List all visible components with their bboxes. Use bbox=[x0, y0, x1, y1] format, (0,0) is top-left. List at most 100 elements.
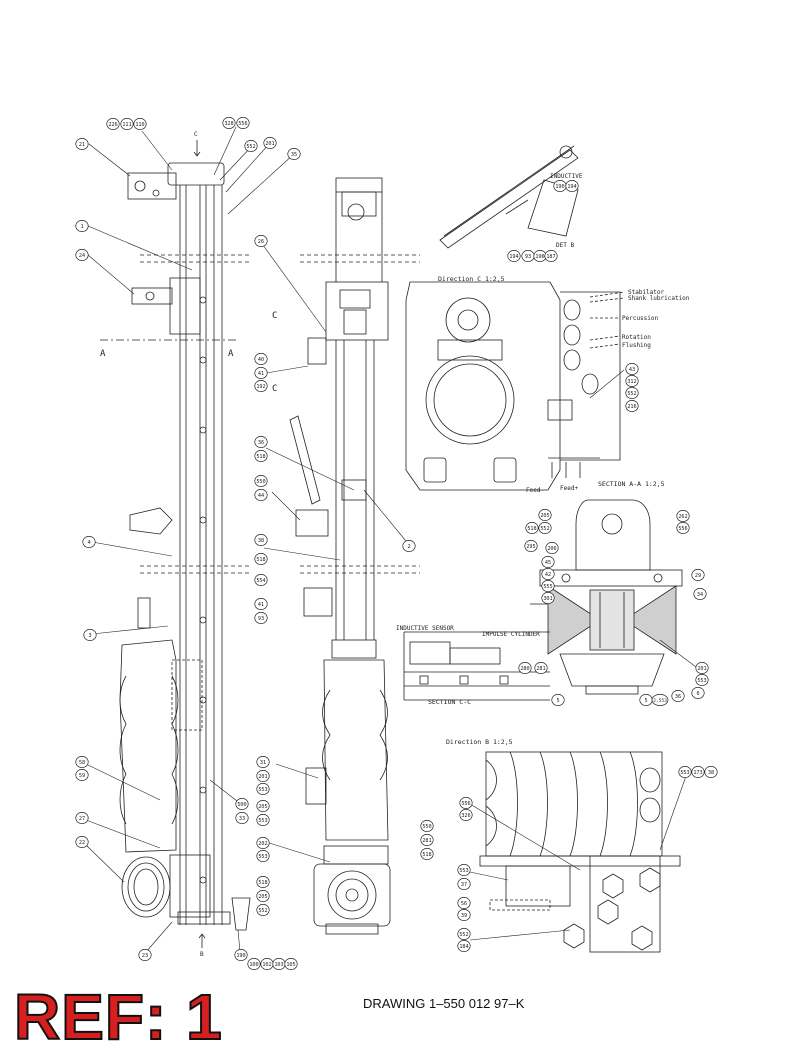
callout-number: 41 bbox=[258, 602, 264, 608]
view-label-det-b: DET B bbox=[556, 242, 574, 249]
callout-number: 518 bbox=[256, 454, 265, 460]
callout-number: 556 bbox=[678, 526, 687, 532]
callout-number: 554 bbox=[256, 578, 265, 584]
label-percussion: Percussion bbox=[622, 315, 659, 322]
callout-34: 34 bbox=[693, 588, 707, 600]
callout-552: 552 bbox=[625, 387, 639, 399]
callout-201: 201 bbox=[263, 137, 277, 149]
callout-550: 550 bbox=[254, 475, 268, 487]
callout-40: 40 bbox=[254, 353, 268, 365]
callout-262: 262 bbox=[676, 510, 690, 522]
callout-103: 103 bbox=[272, 958, 286, 970]
callout-110: 110 bbox=[133, 118, 147, 130]
callout-number: 555 bbox=[543, 584, 552, 590]
callout-number: 518 bbox=[256, 557, 265, 563]
callout-number: 194 bbox=[509, 254, 518, 260]
callout-39: 39 bbox=[457, 909, 471, 921]
callout-206: 206 bbox=[545, 542, 559, 554]
callout-number: 6 bbox=[696, 691, 699, 697]
callout-number: 24 bbox=[79, 253, 85, 259]
callout-number: 5 bbox=[556, 698, 559, 704]
callout-number: 262 bbox=[678, 514, 687, 520]
callout-205: 205 bbox=[256, 890, 270, 902]
callout-number: 105 bbox=[286, 962, 295, 968]
callout-number: 29 bbox=[695, 573, 701, 579]
callout-301: 301 bbox=[541, 592, 555, 604]
label-shank-lubrication: Shank lubrication bbox=[628, 295, 690, 302]
callout-281: 281 bbox=[420, 834, 434, 846]
callout-number: 190 bbox=[555, 184, 564, 190]
callout-111: 111 bbox=[120, 118, 134, 130]
callout-553: 553 bbox=[256, 783, 270, 795]
callout-194: 194 bbox=[565, 180, 579, 192]
callout-196: 196 bbox=[533, 250, 547, 262]
callout-59: 59 bbox=[75, 769, 89, 781]
callout-43: 43 bbox=[625, 363, 639, 375]
callout-number: 184 bbox=[459, 944, 468, 950]
callout-number: 553 bbox=[697, 678, 706, 684]
callout-192: 192 bbox=[254, 380, 268, 392]
callout-44: 44 bbox=[254, 489, 268, 501]
callout-number: 39 bbox=[461, 913, 467, 919]
callout-93: 93 bbox=[521, 250, 535, 262]
callout-number: 326 bbox=[461, 813, 470, 819]
callout-number: 103 bbox=[274, 962, 283, 968]
callout-number: 553 bbox=[459, 868, 468, 874]
callout-number: 43 bbox=[629, 367, 635, 373]
callout-312: 312 bbox=[625, 375, 639, 387]
direction-b-view bbox=[479, 751, 681, 953]
callout-number: 201 bbox=[265, 141, 274, 147]
callout-number: 553 bbox=[258, 787, 267, 793]
callout-number: 36 bbox=[258, 440, 264, 446]
section-a-a-view bbox=[530, 499, 683, 695]
callout-27: 27 bbox=[75, 812, 89, 824]
callout-number: 295 bbox=[526, 544, 535, 550]
callout-102: 102 bbox=[260, 958, 274, 970]
callout-29: 29 bbox=[691, 569, 705, 581]
callout-553: 553 bbox=[457, 864, 471, 876]
callout-number: 556 bbox=[461, 801, 470, 807]
callout-552: 552 bbox=[256, 904, 270, 916]
view-label-section-a: SECTION A-A 1:2,5 bbox=[598, 480, 665, 488]
callout-number: 552 bbox=[459, 932, 468, 938]
callout-number: 201 bbox=[697, 666, 706, 672]
callout-518: 518 bbox=[525, 522, 539, 534]
callout-187: 187 bbox=[544, 250, 558, 262]
section-marker-a-left: A bbox=[100, 349, 106, 359]
callout-553: 553 bbox=[695, 674, 709, 686]
callout-number: 33 bbox=[239, 816, 245, 822]
callout-number: 552 bbox=[258, 908, 267, 914]
callout-number: 21 bbox=[79, 142, 85, 148]
callout-number: 41 bbox=[258, 371, 264, 377]
callout-number: 34 bbox=[697, 592, 703, 598]
callout-1: 1 bbox=[75, 220, 89, 232]
callout-518: 518 bbox=[254, 553, 268, 565]
label-stabilator: Stabilator bbox=[628, 289, 665, 296]
callout-226: 226 bbox=[106, 118, 120, 130]
callout-6: 6 bbox=[691, 687, 705, 699]
callout-number: 518 bbox=[527, 526, 536, 532]
callout-22: 22 bbox=[75, 836, 89, 848]
callout-4: 4 bbox=[82, 536, 96, 548]
callout-number: 196 bbox=[535, 254, 544, 260]
label-feed-minus: Feed- bbox=[526, 487, 544, 494]
callout-5: 5 bbox=[551, 694, 565, 706]
callout-number: 553 bbox=[680, 770, 689, 776]
callout-500: 500 bbox=[235, 798, 249, 810]
callout-number: 328 bbox=[224, 121, 233, 127]
callout-number: 1 bbox=[80, 224, 83, 230]
callout-number: 281 bbox=[536, 666, 545, 672]
callout-556: 556 bbox=[676, 522, 690, 534]
callout-38: 38 bbox=[254, 534, 268, 546]
callout-number: 202 bbox=[258, 841, 267, 847]
callout-42: 42 bbox=[541, 568, 555, 580]
callout-number: 226 bbox=[108, 122, 117, 128]
callout-173: 173 bbox=[691, 766, 705, 778]
callout-37: 37 bbox=[457, 878, 471, 890]
callout-41: 41 bbox=[254, 598, 268, 610]
callout-553: 553 bbox=[256, 814, 270, 826]
callout-number: 280 bbox=[520, 666, 529, 672]
callout-number: 553 bbox=[258, 854, 267, 860]
callout-number: 206 bbox=[547, 546, 556, 552]
